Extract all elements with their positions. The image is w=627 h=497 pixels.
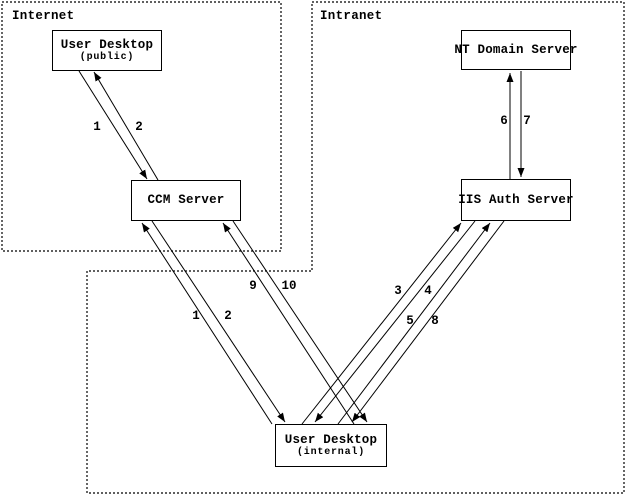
node-title: User Desktop [60,37,154,52]
node-user-desktop-internal: User Desktop (internal) [275,424,387,467]
node-subtitle: (public) [79,51,135,63]
arrow-label-1-public: 1 [93,120,101,134]
node-title: NT Domain Server [454,42,578,57]
arrow-label-3: 3 [394,284,402,298]
arrow-label-7: 7 [523,114,531,128]
arrow-10-ccm-to-internal [232,220,368,423]
arrow-label-6: 6 [500,114,508,128]
arrow-5-internal-to-iis [337,222,491,425]
node-ccm-server: CCM Server [131,180,241,221]
intranet-zone-border [86,1,625,494]
arrow-1-public-to-ccm [78,70,148,180]
arrow-1-internal-to-ccm [141,222,273,425]
arrow-label-4: 4 [424,284,432,298]
arrow-label-9: 9 [249,279,257,293]
node-subtitle: (internal) [296,446,365,458]
arrow-2-ccm-to-public [93,71,159,181]
arrow-9-internal-to-ccm [222,222,355,425]
node-title: User Desktop [284,432,378,447]
arrow-4-iis-to-internal [314,220,476,423]
node-nt-domain-server: NT Domain Server [454,30,577,70]
node-title: IIS Auth Server [458,192,574,207]
arrow-label-2-internal: 2 [224,309,232,323]
intranet-zone-label: Intranet [320,9,383,23]
node-user-desktop-public: User Desktop (public) [52,30,162,71]
arrow-label-10: 10 [281,279,297,293]
arrow-8-iis-to-internal [351,220,505,423]
arrow-label-5: 5 [406,314,414,328]
arrow-label-2-public: 2 [135,120,143,134]
arrow-label-8: 8 [431,314,439,328]
node-iis-auth-server: IIS Auth Server [458,179,574,221]
node-title: CCM Server [147,193,225,207]
arrow-2-ccm-to-internal [151,220,286,423]
arrow-label-1-internal: 1 [192,309,200,323]
arrow-3-internal-to-iis [301,222,462,425]
internet-zone-label: Internet [12,9,75,23]
